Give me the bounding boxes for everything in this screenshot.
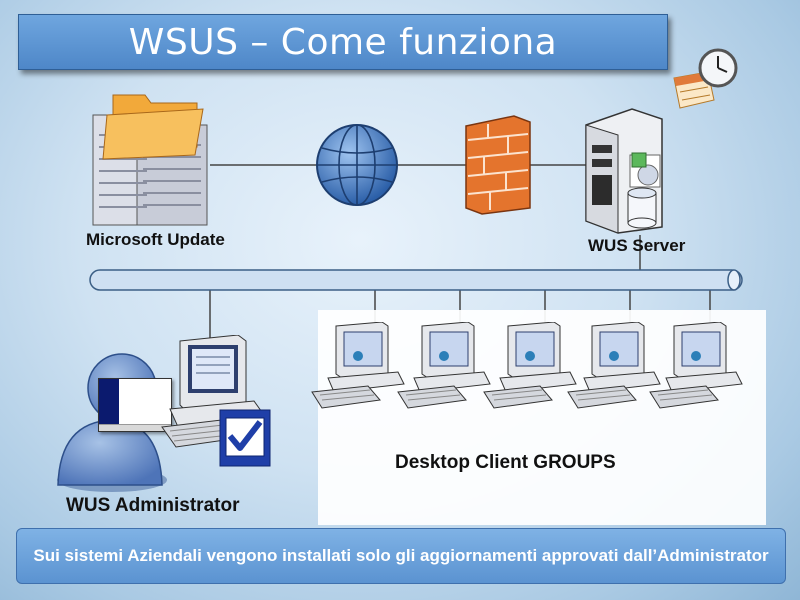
firewall-icon [465, 115, 531, 215]
network-bus [89, 269, 743, 291]
server-tower-icon [585, 108, 663, 234]
label-desktop-client-groups: Desktop Client GROUPS [395, 452, 616, 473]
clock-icon [698, 48, 738, 88]
label-microsoft-update: Microsoft Update [86, 230, 225, 249]
folder-server-icon [92, 94, 208, 226]
workstation-icon [649, 322, 743, 409]
title-banner: WSUS – Come funziona [18, 14, 668, 70]
workstation-icon [397, 322, 491, 409]
label-wus-server: WUS Server [588, 236, 686, 255]
workstation-icon [567, 322, 661, 409]
footer-text: Sui sistemi Aziendali vengono installati… [33, 546, 769, 565]
workstation-icon [311, 322, 405, 409]
page-title: WSUS – Come funziona [128, 21, 558, 63]
database-icon [627, 187, 657, 229]
checkbox-icon [219, 409, 271, 467]
footer-banner: Sui sistemi Aziendali vengono installati… [16, 528, 786, 584]
globe-icon [316, 124, 398, 206]
admin-window-icon [98, 378, 172, 432]
workstation-icon [483, 322, 577, 409]
label-wus-administrator: WUS Administrator [66, 495, 240, 516]
